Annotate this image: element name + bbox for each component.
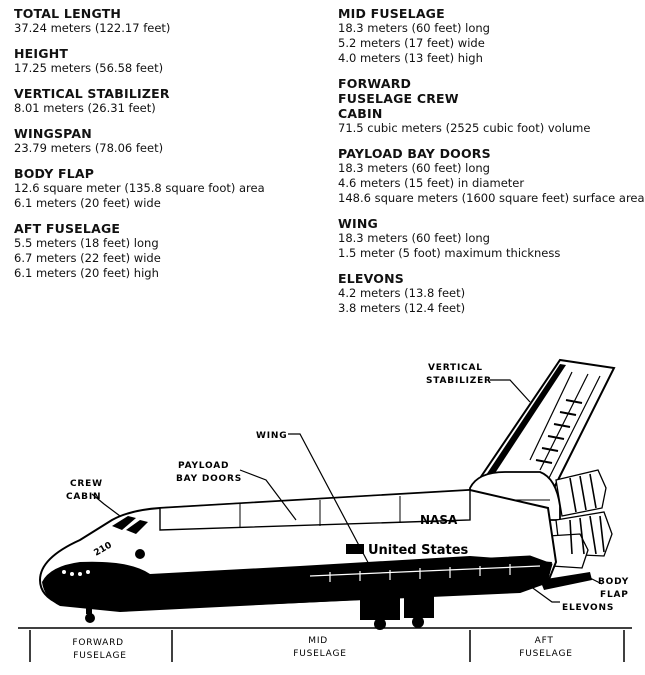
spec-value: 3.8 meters (12.4 feet) [338,301,466,315]
spec-title: ELEVONS [338,271,404,286]
spec-value: 12.6 square meter (135.8 square foot) ar… [14,181,265,195]
spec-title: FORWARD FUSELAGE CREW CABIN [338,76,459,121]
stabilizer-panels [529,371,601,481]
label-body-flap: BODY FLAP [598,577,633,600]
rudder-hatching [535,399,583,464]
cockpit-windows [112,516,148,559]
label-vertical-stabilizer: VERTICAL STABILIZER [426,363,492,386]
label-crew-cabin: CREW CABIN [66,479,107,502]
spec-value: 18.3 meters (60 feet) long [338,231,490,245]
spec-title: WING [338,216,378,231]
spec-title: HEIGHT [14,46,69,61]
nasa-logo-text: NASA [420,513,458,527]
orbiter-illustration: NASA United States 210 [18,358,633,662]
spec-value: 23.79 meters (78.06 feet) [14,141,164,155]
zone-mid-fuselage: MID FUSELAGE [293,636,346,659]
spec-value: 8.01 meters (26.31 feet) [14,101,156,115]
wing-panel-markings [309,564,541,582]
zone-dividers [29,630,625,662]
spec-value: 6.7 meters (22 feet) wide [14,251,161,265]
spec-value: 1.5 meter (5 foot) maximum thickness [338,246,561,260]
spec-value: 4.6 meters (15 feet) in diameter [338,176,525,190]
spec-title: VERTICAL STABILIZER [14,86,170,101]
spec-value: 6.1 meters (20 feet) high [14,266,159,280]
body-flap-shape [540,572,592,590]
spec-value: 17.25 meters (56.58 feet) [14,61,164,75]
united-states-marking: United States [368,543,469,558]
spec-value: 71.5 cubic meters (2525 cubic foot) volu… [338,121,591,135]
payload-bay-door-edge [159,489,471,531]
flag-marking [346,544,364,554]
zone-forward-fuselage: FORWARD FUSELAGE [72,638,127,661]
spec-title: AFT FUSELAGE [14,221,121,236]
spec-value: 37.24 meters (122.17 feet) [14,21,171,35]
zone-aft-fuselage: AFT FUSELAGE [519,636,572,659]
landing-gear [85,588,434,630]
engine-nozzle-ribs [569,473,605,555]
spec-title: PAYLOAD BAY DOORS [338,146,491,161]
stabilizer-leading-edge [476,364,566,490]
spec-value: 6.1 meters (20 feet) wide [14,196,161,210]
callout-leaders [91,379,603,603]
label-wing: WING [256,431,287,441]
spec-value: 5.2 meters (17 feet) wide [338,36,485,50]
spec-value: 18.3 meters (60 feet) long [338,21,490,35]
spec-title: TOTAL LENGTH [14,6,122,21]
spec-value: 18.3 meters (60 feet) long [338,161,490,175]
spec-title: BODY FLAP [14,166,95,181]
label-elevons: ELEVONS [562,603,614,613]
spec-title: MID FUSELAGE [338,6,445,21]
spec-title: WINGSPAN [14,126,92,141]
spec-value: 5.5 meters (18 feet) long [14,236,159,250]
nose-rcs-ports [62,570,90,576]
orbiter-diagram: NASA United States 210 [0,330,640,670]
spec-value: 4.0 meters (13 feet) high [338,51,483,65]
label-payload-bay-doors: PAYLOAD BAY DOORS [176,461,242,484]
spec-value: 148.6 square meters (1600 square feet) s… [338,191,645,205]
spec-value: 4.2 meters (13.8 feet) [338,286,466,300]
payload-bay-door-seams [239,496,401,528]
